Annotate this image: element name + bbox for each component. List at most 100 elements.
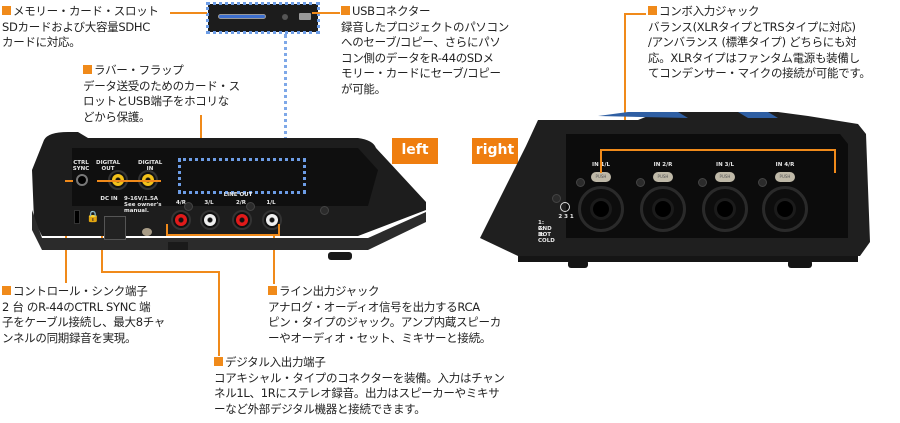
annotation-line: アナログ・オーディオ信号を出力するRCA [268,299,480,314]
leader-line-rubber-flap [200,115,202,160]
ground-screw [142,228,152,236]
annotation-line: 応。XLRタイプはファンタム電源も装備し [648,50,860,65]
annotation-line: 2 台 のR-44のCTRL SYNC 端 [2,299,151,314]
left-device-body [32,132,426,260]
line-out-jack-label: 1/L [266,200,276,206]
panel-screw [698,178,707,187]
annotation-line: データ送受のためのカード・ス [83,78,240,93]
annotation-combo-input: コンボ入力ジャック バランス(XLRタイプとTRSタイプに対応) /アンバランス… [648,4,900,82]
leader-line-combo-input-v [624,13,626,150]
ctrl-sync-jack [76,174,88,186]
annotation-title: メモリー・カード・スロット [2,4,202,20]
combo-jack-2 [640,186,686,232]
annotation-line: バランス(XLRタイプとTRSタイプに対応) [648,19,856,34]
input-label: IN 4/R [775,162,795,168]
dc-in-label: DC IN [100,196,118,202]
annotation-title: コンボ入力ジャック [648,4,900,20]
left-side-tag: left [392,138,438,164]
panel-screw [552,194,561,203]
bracket-line-out-l [166,224,168,236]
annotation-line: ピン・タイプのジャック。アンプ内蔵スピーカ [268,315,501,329]
line-out-jack-label: 4/R [175,200,187,206]
annotation-line: カードに対応。 [2,35,81,49]
dc-note-label: See owner's manual. [124,202,162,214]
line-out-jack-4r [171,210,191,230]
input-label: IN 3/L [716,162,734,168]
annotation-title: USBコネクター [341,4,551,20]
annotation-rubber-flap: ラバー・フラップ データ送受のためのカード・ス ロットとUSB端子をホコリな ど… [83,63,283,125]
annotation-line: どから保護。 [83,109,151,124]
dc-in-jack [104,216,126,240]
sd-usb-highlight-box [206,2,320,34]
sd-usb-detail-image [208,4,318,32]
annotation-title: コントロール・シンク端子 [2,284,202,300]
annotation-line: 子をケーブル接続し、最大8チャ [2,315,166,329]
digital-out-label: DIGITAL OUT [96,160,121,172]
line-out-jack-1l [262,210,282,230]
combo-jack-3 [702,186,748,232]
panel-screw [246,202,255,211]
annotation-line: SDカードおよび大容量SDHC [2,19,150,34]
line-out-jack-2r [232,210,252,230]
annotation-control-sync: コントロール・シンク端子 2 台 のR-44のCTRL SYNC 端 子をケーブ… [2,284,202,346]
mini-jack [282,14,288,20]
annotation-line: ネル1L、1Rにステレオ録音。出力はスピーカーやミキサ [214,386,500,400]
annotation-usb-connector: USBコネクター 録音したプロジェクトのパソコン へのセーブ/コピー、さらにパソ… [341,4,551,97]
push-release-tab: PUSH [591,172,611,182]
annotation-line: ーなど外部デジタル機器と接続できます。 [214,401,426,416]
annotation-line: へのセーブ/コピー、さらにパソ [341,35,501,49]
bracket-combo-input-r [834,149,836,173]
annotation-line: モリー・カードにセーブ/コピー [341,66,501,80]
push-release-tab: PUSH [775,172,795,182]
pin-legend-label: 1: GND [538,220,552,232]
ctrl-sync-label: CTRL SYNC [72,160,90,172]
annotation-title: ラバー・フラップ [83,63,283,79]
flap-highlight-box [178,158,306,194]
combo-jack-4 [762,186,808,232]
pin-numbers-label: 2 3 1 [558,214,574,220]
annotation-line: が可能。 [341,81,386,96]
annotation-title: デジタル入出力端子 [214,355,554,371]
panel-screw [636,178,645,187]
push-release-tab: PUSH [653,172,673,182]
line-out-label: LINE OUT [223,192,253,198]
combo-jack-1 [578,186,624,232]
dc-spec-label: 9-16V/1.5A [124,196,159,202]
pin-legend-label: 2: HOT [538,226,552,238]
annotation-line-out: ライン出力ジャック アナログ・オーディオ信号を出力するRCA ピン・タイプのジャ… [268,284,528,346]
bracket-line-out [166,234,278,236]
sd-card-slot [218,14,266,19]
annotation-line: ロットとUSB端子をホコリな [83,94,229,108]
lock-icon: 🔒 [86,210,100,223]
annotation-line: コン側のデータをR-44のSDメ [341,50,494,65]
leader-line-memory-card [170,12,207,14]
bracket-combo-input-l [600,149,602,173]
panel-screw [576,178,585,187]
leader-line-line-out [273,236,275,284]
annotation-line: てコンデンサー・マイクの接続が可能です。 [648,66,871,80]
bracket-digital [97,180,161,182]
sd-usb-connector-dotted-line [284,34,287,160]
right-side-tag: right [472,138,518,164]
annotation-line: ンネルの同期録音を実現。 [2,330,137,345]
kensington-lock-slot [74,210,80,224]
annotation-title: ライン出力ジャック [268,284,528,300]
bracket-ctrl-sync [65,180,73,182]
annotation-digital-io: デジタル入出力端子 コアキシャル・タイプのコネクターを装備。入力はチャン ネル1… [214,355,554,417]
leader-line-digital-io-v2 [218,271,220,356]
push-release-tab: PUSH [715,172,735,182]
leader-line-combo-input-h [624,13,646,15]
annotation-line: コアキシャル・タイプのコネクターを装備。入力はチャン [214,370,505,385]
annotation-line: /アンバランス (標準タイプ) どちらにも対 [648,35,857,49]
leader-line-digital-io-h [101,271,220,273]
panel-screw [320,206,329,215]
annotation-memory-card-slot: メモリー・カード・スロット SDカードおよび大容量SDHC カードに対応。 [2,4,202,51]
line-out-jack-3l [200,210,220,230]
annotation-line: 録音したプロジェクトのパソコン [341,19,509,34]
line-out-jack-label: 2/R [235,200,247,206]
leader-line-usb [312,12,340,14]
left-side-device-image: CTRL SYNC DIGITAL OUT DIGITAL IN 🔒 DC IN… [28,130,428,270]
xlr-pin-diagram-icon [560,202,570,212]
line-out-jack-label: 3/L [204,200,214,206]
annotation-line: ーやオーディオ・セット、ミキサーと接続。 [268,330,491,345]
